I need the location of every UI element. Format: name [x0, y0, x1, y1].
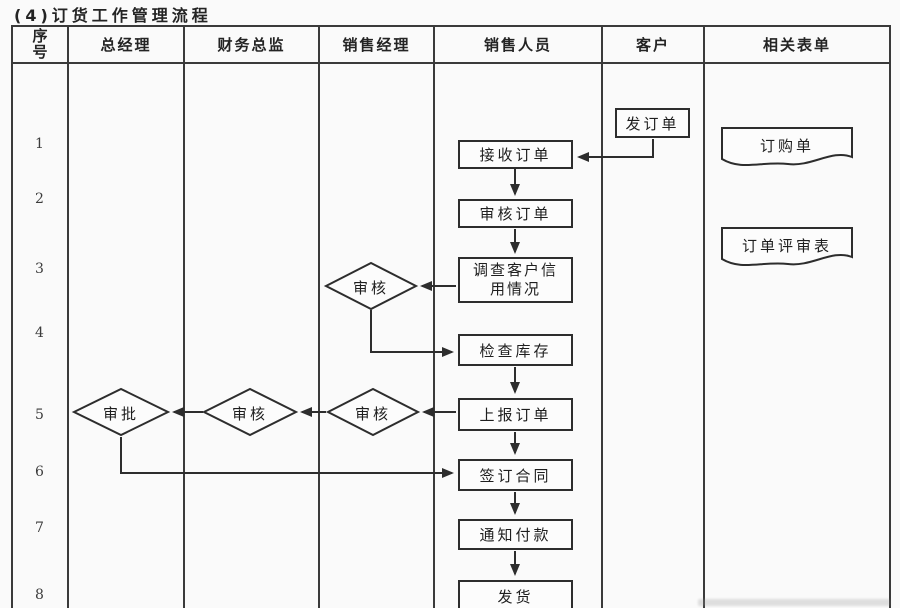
process-investigate-credit-line2: 用情况: [489, 280, 541, 298]
arrow-gm-approve-to-sign-contract: [120, 437, 454, 478]
column-header-seq: 序号: [32, 27, 48, 61]
row-number-3: 3: [35, 261, 44, 277]
lane-border-finance-salesmgr: [318, 25, 320, 608]
document-order-review-form-shape: [721, 227, 853, 267]
document-purchase-order-label: 订购单: [759, 137, 814, 155]
row-number-8: 8: [35, 587, 44, 603]
table-top-border: [11, 25, 891, 27]
process-notify-payment: 通知付款: [458, 519, 573, 550]
row-number-4: 4: [35, 325, 44, 341]
process-receive-order: 接收订单: [458, 140, 573, 169]
lane-border-seq-gm: [67, 25, 69, 608]
table-right-border: [889, 25, 891, 608]
column-header-related-forms: 相关表单: [762, 35, 831, 54]
lane-border-gm-finance: [183, 25, 185, 608]
scan-artifact: [698, 599, 890, 606]
row-number-2: 2: [35, 191, 44, 207]
row-number-5: 5: [35, 407, 44, 423]
table-left-border: [11, 25, 13, 608]
column-header-finance-director: 财务总监: [217, 35, 286, 54]
column-header-sales-manager: 销售经理: [342, 35, 411, 54]
decision-gm-approve-label: 审批: [102, 405, 139, 423]
lane-border-salesmgr-salesperson: [433, 25, 435, 608]
header-bottom-border: [11, 62, 891, 64]
document-order-review-form-label: 订单评审表: [741, 237, 832, 255]
row-number-1: 1: [35, 136, 44, 152]
page-title: (4)订货工作管理流程: [14, 6, 212, 25]
process-report-order: 上报订单: [458, 398, 573, 431]
lane-border-salesperson-customer: [601, 25, 603, 608]
column-header-general-manager: 总经理: [100, 35, 152, 54]
process-investigate-credit-line1: 调查客户信: [472, 261, 558, 279]
arrow-send-order-to-receive-order: [577, 139, 654, 162]
arrow-credit-review-to-check-inventory: [370, 310, 454, 357]
process-check-inventory: 检查库存: [458, 334, 573, 366]
diamond-gm-approve-shape: [71, 387, 171, 437]
diamond-salesmgr-review-shape: [325, 387, 421, 437]
decision-finance-review-label: 审核: [231, 405, 268, 423]
document-purchase-order-shape: [721, 127, 853, 167]
diamond-finance-review-shape: [201, 387, 299, 437]
row-number-6: 6: [35, 464, 44, 480]
decision-salesmgr-review-label: 审核: [354, 405, 391, 423]
process-send-order: 发订单: [615, 108, 690, 138]
lane-border-customer-forms: [703, 25, 705, 608]
column-header-sales-person: 销售人员: [483, 35, 552, 54]
column-header-customer: 客户: [635, 35, 670, 54]
process-sign-contract: 签订合同: [458, 459, 573, 491]
row-number-7: 7: [35, 520, 44, 536]
process-investigate-credit: 调查客户信 用情况: [458, 257, 573, 303]
process-ship-goods: 发货: [458, 580, 573, 608]
process-review-order: 审核订单: [458, 199, 573, 228]
diamond-credit-review-shape: [323, 261, 419, 311]
decision-credit-review-label: 审核: [352, 279, 389, 297]
